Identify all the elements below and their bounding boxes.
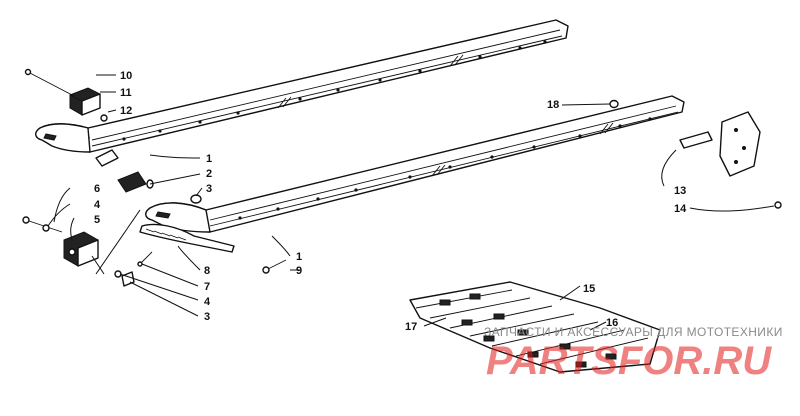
callout-15: 15 xyxy=(583,283,595,295)
plate-part-13 xyxy=(679,111,761,177)
callout-2: 2 xyxy=(206,168,212,180)
block-part-5 xyxy=(63,231,99,267)
rail-holes-upper xyxy=(122,40,547,141)
callout-11: 11 xyxy=(120,87,132,99)
track-clips xyxy=(439,293,617,368)
track-assembly xyxy=(409,281,661,373)
callout-3-upper: 3 xyxy=(206,183,212,195)
callout-16: 16 xyxy=(606,317,618,329)
callout-3-lower: 3 xyxy=(204,311,210,323)
callout-5: 5 xyxy=(94,214,100,226)
bolt-part-9 xyxy=(262,259,287,274)
callout-13: 13 xyxy=(674,185,686,197)
callout-4-lower: 4 xyxy=(204,296,211,308)
callout-6: 6 xyxy=(94,183,100,195)
callout-7: 7 xyxy=(204,281,210,293)
bolt-part-14 xyxy=(774,201,782,209)
bolt-part-7 xyxy=(137,251,153,267)
watermark-tagline: ЗАПЧАСТИ И АКСЕССУАРЫ ДЛЯ МОТОТЕХНИКИ xyxy=(484,325,783,339)
wear-strip-part-8 xyxy=(139,223,235,253)
bushing-part-3-upper xyxy=(190,194,202,204)
bushing-part-18 xyxy=(609,99,619,109)
callout-labels: 10 11 12 1 2 3 6 4 5 8 7 4 3 1 9 18 13 1… xyxy=(94,70,687,333)
watermark-logo: PARTSFOR.RU xyxy=(486,339,772,383)
block-part-11 xyxy=(69,87,101,116)
callout-4-upper: 4 xyxy=(94,199,101,211)
bolt-part-10 xyxy=(24,68,75,97)
washer-part-4-left xyxy=(42,224,50,232)
rail-holes-lower xyxy=(238,117,652,220)
callout-14: 14 xyxy=(674,203,687,215)
watermark: ЗАПЧАСТИ И АКСЕССУАРЫ ДЛЯ МОТОТЕХНИКИ PA… xyxy=(484,325,783,383)
callout-18: 18 xyxy=(547,99,559,111)
leader-lines xyxy=(47,74,775,331)
callout-1-upper: 1 xyxy=(206,153,212,165)
bolt-part-6 xyxy=(22,216,63,233)
spacer-tube-part-2 xyxy=(95,149,154,193)
bushing-part-3-lower xyxy=(121,271,135,287)
callout-10: 10 xyxy=(120,70,132,82)
callout-12: 12 xyxy=(120,105,132,117)
callout-8: 8 xyxy=(204,265,210,277)
callout-17: 17 xyxy=(405,321,417,333)
slide-rail-upper xyxy=(35,19,569,153)
callout-9: 9 xyxy=(296,265,302,277)
washer-part-12 xyxy=(100,114,108,122)
callout-1-lower: 1 xyxy=(296,251,302,263)
